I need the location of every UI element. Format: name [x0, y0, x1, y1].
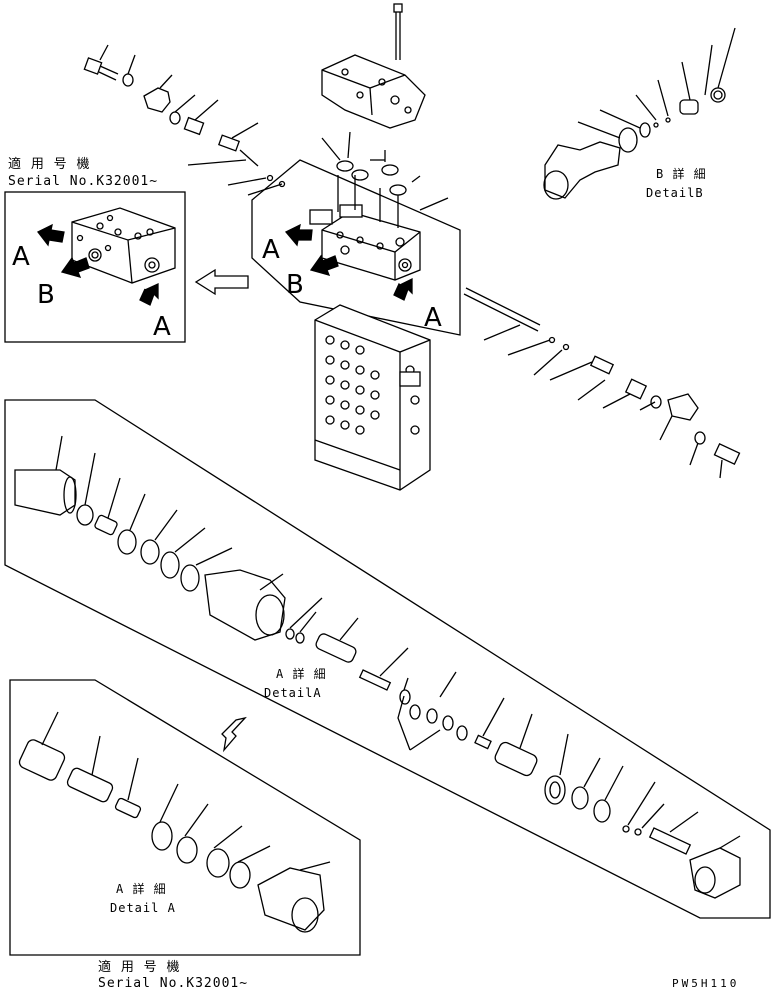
detail-a-lower-parts [18, 739, 325, 933]
inset-arrow-b [60, 256, 90, 278]
detail-a-mid-jp: A 詳 細 [276, 667, 327, 681]
main-label-b: B [286, 270, 304, 300]
inset-arrow-a2 [139, 282, 159, 306]
inset-box [4, 191, 186, 343]
detail-b-en: DetailB [646, 186, 704, 200]
main-label-a2: A [424, 303, 442, 333]
detail-a-mid-en: DetailA [264, 686, 322, 700]
main-arrow-a2 [393, 277, 413, 301]
leader-lines-top-left [99, 44, 283, 196]
detail-b-jp: B 詳 細 [656, 167, 707, 181]
detail-a-lower-panel-outline [9, 679, 361, 956]
main-valve-section [309, 204, 421, 281]
inset-arrow-a [37, 223, 65, 247]
hollow-arrow-down [221, 716, 247, 753]
bottom-serial-jp: 適 用 号 機 [98, 960, 181, 975]
detail-a-low-jp: A 詳 細 [116, 882, 167, 896]
vertical-bolt [393, 3, 403, 60]
stacked-valve-assembly [314, 304, 431, 491]
top-serial-en: Serial No.K32001~ [8, 174, 159, 189]
main-view-frame [251, 159, 461, 336]
leader-lines-top-right [577, 27, 736, 139]
inset-valve-body [71, 207, 176, 284]
inset-label-a2: A [153, 312, 171, 342]
top-center-parts [321, 131, 449, 228]
hollow-arrow-left [194, 268, 249, 296]
detail-a-parts [14, 469, 741, 899]
leader-lines-detail-a [55, 435, 741, 849]
bottom-serial-en: Serial No.K32001~ [98, 976, 249, 991]
detail-a-low-en: Detail A [110, 901, 176, 915]
top-left-parts [83, 57, 286, 188]
detail-a-panel-outline [4, 399, 771, 919]
inset-label-b: B [37, 280, 55, 310]
top-right-parts [543, 87, 726, 200]
figure-code: PW5H110 [672, 977, 740, 990]
main-arrow-b [309, 254, 339, 276]
main-arrow-a [284, 223, 313, 247]
top-cover-part [321, 54, 426, 129]
leader-lines-detail-a-lower [41, 711, 331, 871]
main-label-a: A [262, 235, 280, 265]
leader-lines-right-middle [483, 324, 723, 479]
top-serial-jp: 適 用 号 機 [8, 157, 91, 172]
right-middle-parts [463, 287, 741, 465]
inset-label-a: A [12, 242, 30, 272]
